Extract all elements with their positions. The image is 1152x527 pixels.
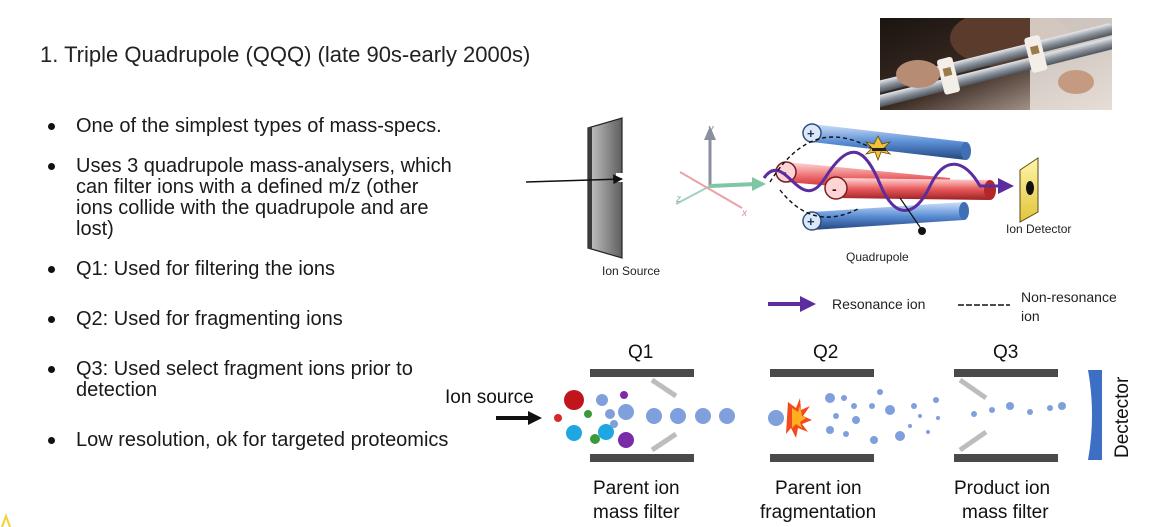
bullet-text: One of the simplest types of mass-specs.	[76, 115, 442, 137]
bullet-text: Q3: Used select fragment ions prior to d…	[76, 358, 413, 401]
collision-burst-icon	[864, 135, 892, 162]
fragment-particles	[825, 389, 940, 444]
stage-caption-q3-line2: mass filter	[962, 502, 1049, 523]
stage-name-q1: Q1	[628, 342, 653, 363]
ion-particles	[554, 390, 735, 448]
rod-plate	[590, 454, 694, 462]
rod-plate	[770, 454, 874, 462]
ion-detector-icon	[1019, 157, 1039, 223]
fragmentation-burst-icon	[786, 398, 812, 438]
svg-text:+: +	[807, 214, 815, 229]
stage-name-q3: Q3	[993, 342, 1018, 363]
bullet-item: Low resolution, ok for targeted proteomi…	[40, 430, 460, 451]
bullet-item: Uses 3 quadrupole mass-analysers, which …	[40, 156, 460, 240]
axis-label-y: y	[707, 123, 715, 135]
ion-source-arrow-icon	[496, 411, 542, 425]
rod-plate	[954, 454, 1058, 462]
resonance-path	[762, 150, 1000, 212]
corner-decoration-icon	[1, 513, 11, 527]
quadrupole-schematic: Ion Source y z x + + - -	[525, 117, 1117, 324]
qqq-ion-source-label: Ion source	[445, 387, 534, 408]
bullet-item: Q2: Used for fragmenting ions	[40, 309, 460, 330]
axes-icon: y z x	[675, 123, 766, 219]
ion-source-plate	[587, 117, 623, 259]
stage-caption-q2-line1: Parent ion	[775, 478, 862, 499]
ion-detector-label: Ion Detector	[1006, 222, 1071, 236]
quadrupole-label: Quadrupole	[846, 250, 909, 264]
legend-resonance-label: Resonance ion	[832, 296, 925, 312]
legend-non-resonance-label-2: ion	[1021, 308, 1040, 324]
stage-name-q2: Q2	[813, 342, 838, 363]
stage-caption-q1-line2: mass filter	[593, 502, 680, 523]
quadrupole-photo	[880, 18, 1112, 110]
detector-icon	[1088, 370, 1102, 460]
bullet-text: Q2: Used for fragmenting ions	[76, 308, 343, 330]
bullet-list: One of the simplest types of mass-specs.…	[40, 116, 460, 451]
bullet-item: One of the simplest types of mass-specs.	[40, 116, 460, 137]
bullet-text: Uses 3 quadrupole mass-analysers, which …	[76, 155, 452, 240]
stage-caption-q2-line2: fragmentation	[760, 502, 876, 523]
rod-plate	[590, 369, 694, 377]
svg-text:+: +	[807, 126, 815, 141]
rod-plate	[954, 369, 1058, 377]
slide-title: 1. Triple Quadrupole (QQQ) (late 90s-ear…	[40, 42, 531, 67]
bullet-text: Q1: Used for filtering the ions	[76, 258, 336, 280]
stage-caption-q3-line1: Product ion	[954, 478, 1050, 499]
axis-label-x: x	[741, 208, 748, 219]
legend-non-resonance-label-1: Non-resonance	[1021, 289, 1117, 305]
product-ion-particles	[971, 402, 1066, 417]
ion-source-label: Ion Source	[602, 264, 660, 278]
rod-plate	[770, 369, 874, 377]
detector-label: Dectector	[1112, 376, 1133, 458]
legend: Resonance ion Non-resonance ion	[768, 289, 1117, 324]
axis-label-z: z	[675, 194, 681, 205]
bullet-item: Q3: Used select fragment ions prior to d…	[40, 359, 460, 401]
svg-text:-: -	[782, 164, 787, 180]
qqq-schematic: Ion source Q1 Parent ion mass filter Q2	[445, 342, 1133, 523]
bullet-text: Low resolution, ok for targeted proteomi…	[76, 429, 449, 451]
bullet-item: Q1: Used for filtering the ions	[40, 259, 460, 280]
stage-caption-q1-line1: Parent ion	[593, 478, 680, 499]
svg-text:-: -	[832, 181, 837, 197]
